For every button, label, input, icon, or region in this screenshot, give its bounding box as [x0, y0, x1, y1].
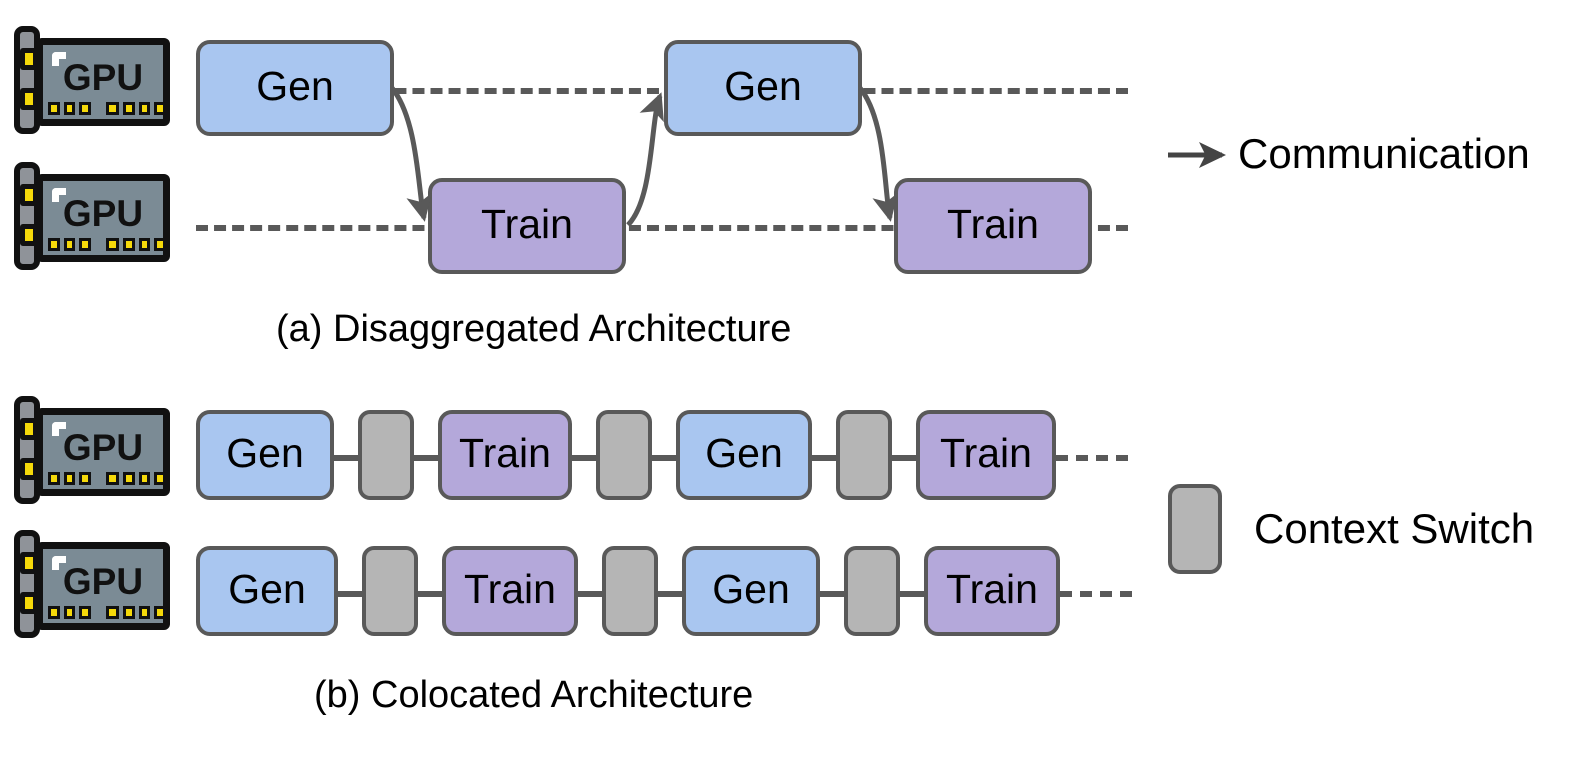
task-box-gen[interactable]: Gen — [196, 40, 394, 136]
task-label: Gen — [256, 62, 334, 109]
task-label: Train — [946, 565, 1038, 612]
gpu-card-icon: GPU — [8, 530, 176, 638]
gpu-pins — [48, 238, 166, 251]
task-label: Train — [940, 429, 1032, 476]
timeline-train-row — [196, 225, 1128, 231]
context-switch-block[interactable] — [836, 410, 892, 500]
gpu-highlight — [52, 556, 66, 570]
task-label: Gen — [705, 429, 783, 476]
context-switch-block[interactable] — [844, 546, 900, 636]
gpu-highlight — [52, 188, 66, 202]
connector-dash — [334, 455, 358, 461]
task-label: Gen — [226, 429, 304, 476]
task-label: Train — [481, 200, 573, 247]
gpu-body: GPU — [36, 38, 170, 126]
gpu-label: GPU — [62, 427, 144, 468]
task-label: Train — [947, 200, 1039, 247]
connector-dash — [658, 591, 682, 597]
gpu-highlight — [52, 52, 66, 66]
gpu-label: GPU — [62, 561, 144, 602]
connector-dash — [820, 591, 844, 597]
task-box-train[interactable]: Train — [924, 546, 1060, 636]
connector-dash — [338, 591, 362, 597]
panel-caption-b: (b) Colocated Architecture — [314, 674, 754, 716]
timeline-gen-row — [196, 88, 1128, 94]
task-box-gen[interactable]: Gen — [196, 546, 338, 636]
legend-label-context-switch: Context Switch — [1254, 505, 1535, 552]
task-box-gen[interactable]: Gen — [682, 546, 820, 636]
context-switch-block[interactable] — [602, 546, 658, 636]
context-switch-block[interactable] — [596, 410, 652, 500]
gpu-body: GPU — [36, 408, 170, 496]
connector-dash — [892, 455, 916, 461]
connector-dash — [418, 591, 442, 597]
timeline-trailing-gpu1 — [1060, 591, 1132, 597]
gpu-bracket-slot — [20, 458, 38, 480]
connector-dash — [900, 591, 924, 597]
task-label: Train — [464, 565, 556, 612]
gpu-pins — [48, 102, 166, 115]
connector-dash — [414, 455, 438, 461]
connector-dash — [652, 455, 676, 461]
panel-caption-a: (a) Disaggregated Architecture — [276, 308, 792, 350]
task-label: Gen — [228, 565, 306, 612]
gpu-bracket-slot — [20, 418, 38, 440]
context-switch-block[interactable] — [358, 410, 414, 500]
task-box-train[interactable]: Train — [428, 178, 626, 274]
gpu-card-icon: GPU — [8, 26, 176, 134]
connector-dash — [572, 455, 596, 461]
gpu-bracket-slot — [20, 592, 38, 614]
task-label: Gen — [712, 565, 790, 612]
gpu-bracket-slot — [20, 48, 38, 70]
legend-swatch-context-switch — [1168, 484, 1222, 574]
task-box-train[interactable]: Train — [894, 178, 1092, 274]
task-box-gen[interactable]: Gen — [664, 40, 862, 136]
timeline-trailing-gpu0 — [1056, 455, 1128, 461]
task-label: Train — [459, 429, 551, 476]
task-box-train[interactable]: Train — [916, 410, 1056, 500]
gpu-pins — [48, 606, 166, 619]
context-switch-block[interactable] — [362, 546, 418, 636]
gpu-label: GPU — [62, 57, 144, 98]
task-label: Gen — [724, 62, 802, 109]
gpu-label: GPU — [62, 193, 144, 234]
gpu-pins — [48, 472, 166, 485]
legend-label-communication: Communication — [1238, 130, 1530, 177]
gpu-card-icon: GPU — [8, 396, 176, 504]
gpu-bracket-slot — [20, 552, 38, 574]
task-box-train[interactable]: Train — [442, 546, 578, 636]
gpu-bracket-slot — [20, 88, 38, 110]
gpu-card-icon: GPU — [8, 162, 176, 270]
task-box-gen[interactable]: Gen — [676, 410, 812, 500]
task-box-train[interactable]: Train — [438, 410, 572, 500]
gpu-bracket-slot — [20, 224, 38, 246]
connector-dash — [578, 591, 602, 597]
gpu-bracket-slot — [20, 184, 38, 206]
gpu-highlight — [52, 422, 66, 436]
gpu-body: GPU — [36, 174, 170, 262]
communication-arrow-gen-to-train — [390, 86, 432, 222]
communication-arrow-gen-to-train — [858, 86, 898, 222]
communication-arrow-train-to-gen — [626, 92, 664, 227]
connector-dash — [812, 455, 836, 461]
gpu-body: GPU — [36, 542, 170, 630]
task-box-gen[interactable]: Gen — [196, 410, 334, 500]
